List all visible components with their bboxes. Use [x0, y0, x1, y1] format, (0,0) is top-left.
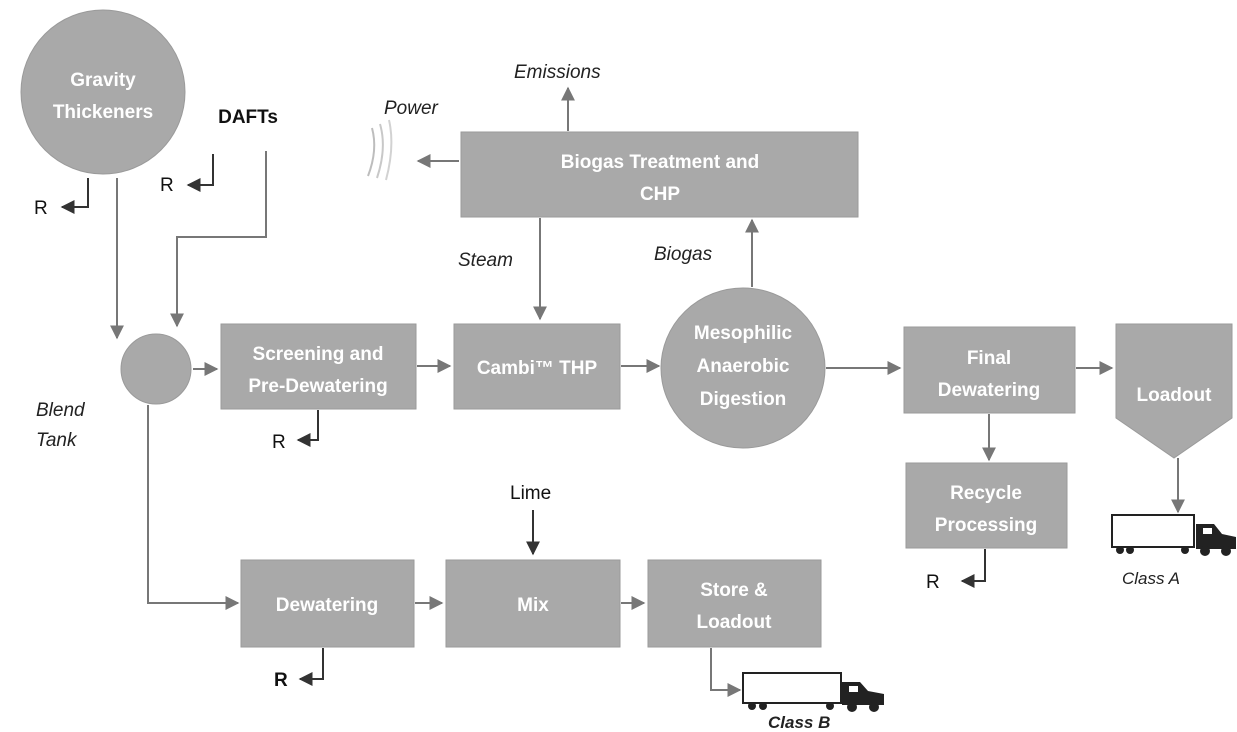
screening-node: Screening and Pre-Dewatering [220, 323, 417, 410]
recycle-processing-label-1: Recycle [950, 483, 1022, 504]
store-loadout-label-1: Store & [700, 580, 768, 601]
screening-label-2: Pre-Dewatering [248, 376, 387, 397]
gravity-thickeners-label-2: Thickeners [53, 102, 153, 123]
emissions-label: Emissions [514, 62, 601, 83]
recycle-processing-node: Recycle Processing [905, 462, 1068, 549]
class-b-truck-icon [742, 672, 884, 712]
blend-tank-label-2: Tank [36, 430, 78, 451]
dewatering-node: Dewatering [240, 559, 415, 648]
mix-label: Mix [517, 595, 549, 616]
biogas-treatment-label-2: CHP [640, 184, 680, 205]
digestion-label-2: Anaerobic [697, 356, 790, 377]
dafts-to-blend-arrow [170, 151, 267, 328]
digestion-node: Mesophilic Anaerobic Digestion [660, 287, 826, 449]
cambi-thp-label: Cambi™ THP [477, 358, 598, 379]
steam-label: Steam [458, 250, 513, 271]
gravity-thickeners-node: Gravity Thickeners [20, 9, 186, 175]
blend-to-dewatering-arrow [147, 405, 240, 610]
screening-recycle-label: R [272, 432, 286, 453]
thickeners-recycle-label: R [34, 198, 48, 219]
store-loadout-label-2: Loadout [697, 612, 773, 633]
biogas-treatment-node: Biogas Treatment and CHP [460, 131, 859, 218]
lime-label: Lime [510, 483, 551, 504]
dafts-label: DAFTs [218, 107, 278, 128]
class-a-label: Class A [1122, 569, 1180, 588]
dafts-recycle-arrow [186, 154, 214, 192]
final-dewatering-label-2: Dewatering [938, 380, 1040, 401]
biogas-label: Biogas [654, 244, 713, 265]
class-a-truck-icon [1111, 514, 1236, 556]
recycle-processing-return-label: R [926, 572, 940, 593]
cambi-thp-node: Cambi™ THP [453, 323, 621, 410]
store-to-truck-arrow [710, 648, 742, 697]
final-dewatering-label-1: Final [967, 348, 1011, 369]
final-dewatering-node: Final Dewatering [903, 326, 1076, 414]
digestion-label-1: Mesophilic [694, 323, 793, 344]
class-b-label: Class B [768, 713, 830, 732]
blend-tank-label-1: Blend [36, 400, 86, 421]
dewatering-recycle-label: R [274, 670, 288, 691]
recycle-processing-return-arrow [960, 549, 986, 588]
digestion-label-3: Digestion [700, 389, 787, 410]
biogas-treatment-label-1: Biogas Treatment and [561, 152, 760, 173]
dewatering-label: Dewatering [276, 595, 378, 616]
blend-tank-node [120, 333, 192, 405]
store-loadout-node: Store & Loadout [647, 559, 822, 648]
power-label: Power [384, 98, 439, 119]
thickeners-recycle-arrow [60, 178, 89, 214]
dewatering-recycle-arrow [298, 648, 324, 686]
recycle-processing-label-2: Processing [935, 515, 1037, 536]
loadout-label: Loadout [1137, 385, 1213, 406]
dafts-recycle-label: R [160, 175, 174, 196]
loadout-node: Loadout [1115, 323, 1233, 459]
power-lines-icon [367, 119, 393, 181]
mix-node: Mix [445, 559, 621, 648]
screening-recycle-arrow [296, 410, 319, 447]
gravity-thickeners-label-1: Gravity [70, 70, 136, 91]
screening-label-1: Screening and [253, 344, 384, 365]
